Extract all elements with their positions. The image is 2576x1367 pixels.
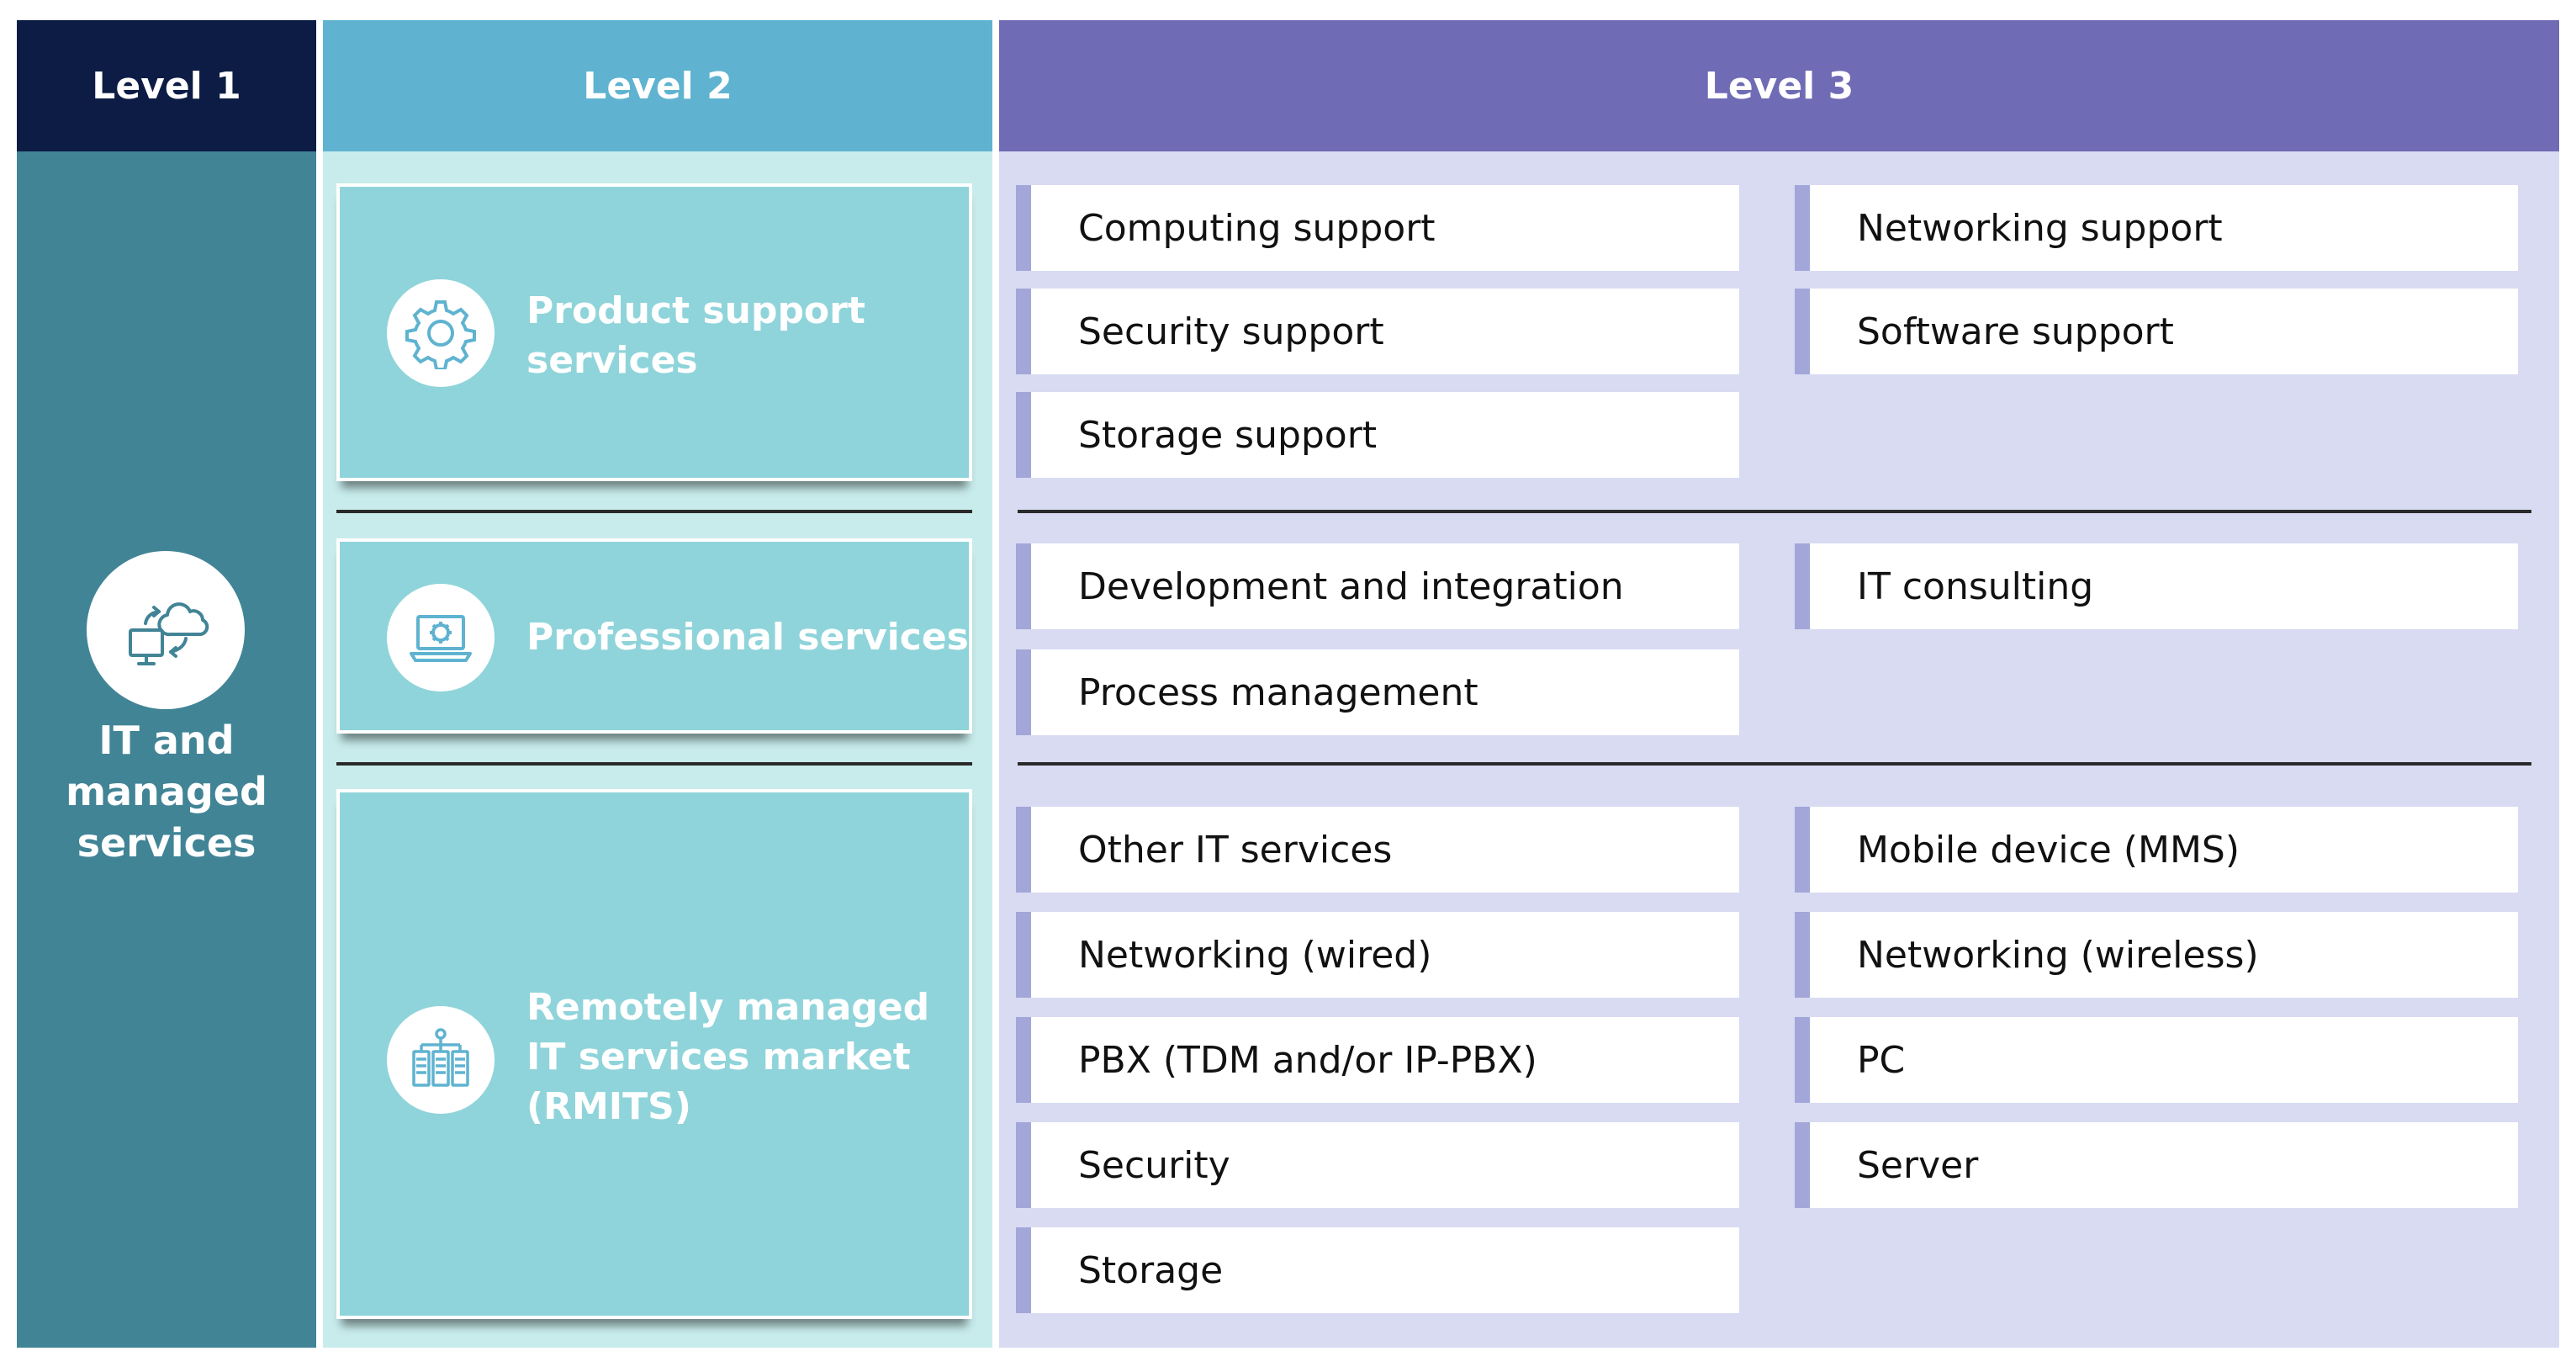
server-network-icon xyxy=(387,1006,495,1114)
level3-item-server: Server xyxy=(1795,1122,2518,1208)
level3-item-security-support: Security support xyxy=(1016,289,1739,374)
level3-item-development-integration: Development and integration xyxy=(1016,543,1739,629)
level2-label-product-support: Product support services xyxy=(526,289,865,382)
level1-label: IT and managed services xyxy=(66,718,267,866)
level3-item-process-management: Process management xyxy=(1016,649,1739,735)
level3-header: Level 3 xyxy=(999,20,2559,151)
level3-item-storage: Storage xyxy=(1016,1227,1739,1313)
level2-separator xyxy=(336,510,972,513)
level3-item-pc: PC xyxy=(1795,1017,2518,1103)
level2-header: Level 2 xyxy=(323,20,992,151)
level2-label-rmits: Remotely managed IT services market (RMI… xyxy=(526,986,930,1128)
level3-item-storage-support: Storage support xyxy=(1016,392,1739,478)
level3-item-computing-support: Computing support xyxy=(1016,185,1739,271)
level1-column xyxy=(17,151,316,1348)
level3-separator xyxy=(1018,762,2531,766)
level3-item-security: Security xyxy=(1016,1122,1739,1208)
level2-box-product-support: Product support services xyxy=(336,183,972,481)
level3-item-networking-wired: Networking (wired) xyxy=(1016,912,1739,998)
level3-item-networking-wireless: Networking (wireless) xyxy=(1795,912,2518,998)
level3-separator xyxy=(1018,510,2531,513)
level2-box-professional: Professional services xyxy=(336,538,972,734)
gear-icon xyxy=(387,279,495,387)
level3-item-mobile-device: Mobile device (MMS) xyxy=(1795,807,2518,893)
level3-item-software-support: Software support xyxy=(1795,289,2518,374)
cloud-computer-icon xyxy=(87,551,245,709)
laptop-gear-icon xyxy=(387,584,495,691)
level2-box-rmits: Remotely managed IT services market (RMI… xyxy=(336,789,972,1319)
level3-item-pbx: PBX (TDM and/or IP-PBX) xyxy=(1016,1017,1739,1103)
level3-item-other-it-services: Other IT services xyxy=(1016,807,1739,893)
level1-header: Level 1 xyxy=(17,20,316,151)
level2-separator xyxy=(336,762,972,766)
level2-label-professional: Professional services xyxy=(526,616,969,659)
level3-item-it-consulting: IT consulting xyxy=(1795,543,2518,629)
level3-item-networking-support: Networking support xyxy=(1795,185,2518,271)
